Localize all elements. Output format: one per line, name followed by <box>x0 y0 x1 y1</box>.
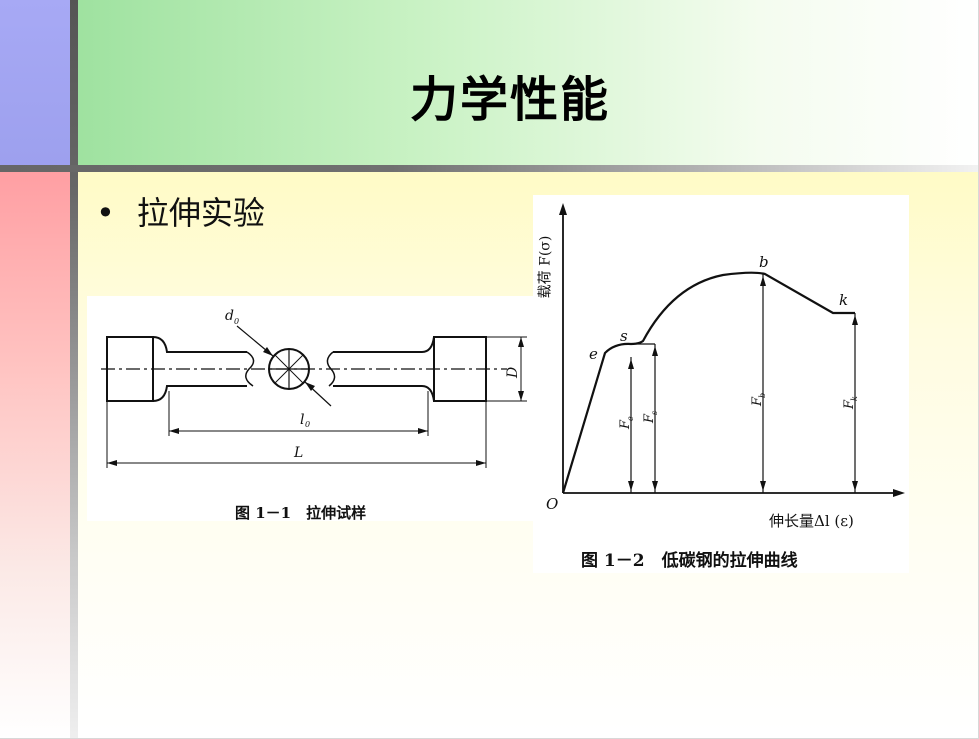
label-D: D <box>505 367 521 379</box>
left-break-line <box>245 351 255 387</box>
slide-title: 力学性能 <box>409 72 610 128</box>
force-Fe: F <box>618 419 633 430</box>
force-Fe-sub: e <box>626 416 635 421</box>
header-band <box>0 0 979 165</box>
bullet-item: • 拉伸实验 <box>96 188 265 234</box>
force-Fk-sub: k <box>850 396 859 401</box>
left-shoulder-bottom <box>152 385 247 402</box>
point-b: b <box>759 253 769 271</box>
left-shoulder-top <box>152 336 247 353</box>
label-d0: d <box>225 308 234 324</box>
label-l0-sub: 0 <box>305 420 310 429</box>
vertical-divider <box>70 0 78 739</box>
point-O: O <box>546 495 558 513</box>
horizontal-divider <box>0 165 979 172</box>
bullet-dot: • <box>96 194 115 232</box>
right-break-line <box>326 351 336 387</box>
force-Fb-sub: b <box>758 393 767 398</box>
force-Fs-sub: s <box>650 411 659 415</box>
label-L: L <box>293 445 303 461</box>
point-e: e <box>589 345 598 363</box>
figure-tensile-specimen: d 0 l 0 L D 图 1－1 拉伸试样 <box>87 296 533 522</box>
figure2-caption: 图 1－2 低碳钢的拉伸曲线 <box>581 551 798 571</box>
figure-tensile-curve: O e s b k F e F s F b F k 载荷 F(σ) 伸长量Δl … <box>533 195 909 573</box>
dimension-arrows <box>107 337 524 466</box>
curve-drawing: O e s b k F e F s F b F k <box>546 203 905 513</box>
tension-curve <box>561 271 855 494</box>
x-axis-label: 伸长量Δl (ε) <box>769 512 854 530</box>
specimen-drawing: d 0 l 0 L D <box>101 308 527 468</box>
bullet-text: 拉伸实验 <box>136 194 265 232</box>
figure1-caption: 图 1－1 拉伸试样 <box>235 504 367 522</box>
label-d0-sub: 0 <box>234 317 239 326</box>
curve-arrows <box>559 203 905 497</box>
force-Fs: F <box>642 413 657 424</box>
force-Fb: F <box>750 396 765 407</box>
right-grip-shape <box>433 336 487 402</box>
label-l0: l <box>300 412 304 428</box>
right-shoulder-top <box>333 336 435 353</box>
point-s: s <box>620 327 628 345</box>
point-k: k <box>839 291 848 309</box>
header-accent-block <box>0 0 70 165</box>
force-Fk: F <box>842 399 857 410</box>
right-shoulder-bottom <box>333 385 435 402</box>
y-axis-label: 载荷 F(σ) <box>537 235 554 299</box>
body-accent-block <box>0 172 70 739</box>
